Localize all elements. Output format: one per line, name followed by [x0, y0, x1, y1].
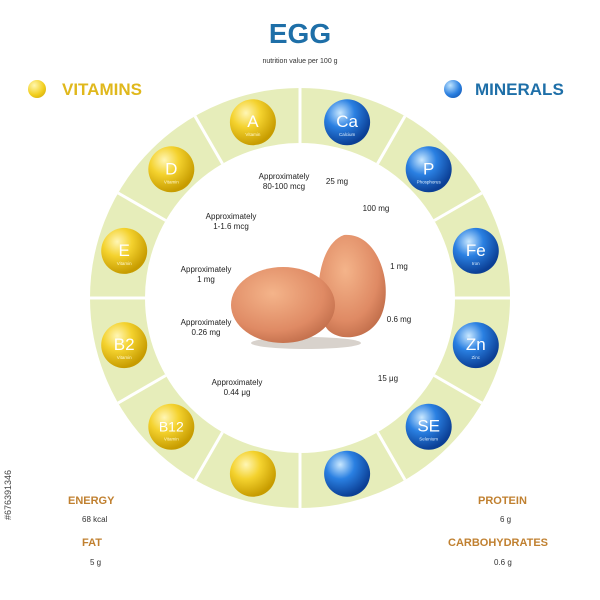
vitamin-ball-icon	[101, 227, 148, 274]
mineral-symbol: Ca	[336, 112, 358, 131]
vitamin-ball-icon	[148, 146, 195, 193]
mineral-ball-icon	[452, 227, 499, 274]
vitamin-ball-icon	[229, 450, 276, 497]
minerals-legend-label: MINERALS	[475, 80, 564, 99]
mineral-value: 15 μg	[377, 374, 399, 383]
protein-label: PROTEIN	[478, 495, 527, 507]
ring-separator	[376, 431, 407, 481]
vitamin-name: Vitamin	[164, 437, 179, 442]
mineral-symbol: SE	[417, 417, 440, 436]
protein-value: 6 g	[500, 515, 512, 524]
page-title: EGG	[268, 18, 332, 49]
mineral-ball-icon	[405, 146, 452, 193]
vitamin-symbol: E	[119, 241, 130, 260]
vitamin-name: Vitamin	[245, 132, 260, 137]
vitamin-symbol: A	[247, 112, 259, 131]
vitamin-ball-blank	[229, 450, 276, 497]
ring-separator	[193, 431, 224, 481]
mineral-symbol: P	[423, 159, 434, 178]
mineral-ball-icon	[452, 322, 499, 369]
mineral-value: 0.6 mg	[386, 315, 412, 324]
vitamins-legend-label: VITAMINS	[62, 80, 142, 99]
mineral-value: 1 mg	[390, 262, 408, 271]
vitamin-name: Vitamin	[117, 355, 132, 360]
vitamin-value: Approximately 80-100 mcg	[258, 172, 310, 191]
energy-value: 68 kcal	[82, 515, 108, 524]
vitamin-value: Approximately 0.44 μg	[211, 378, 263, 397]
egg-illustration-icon	[231, 234, 386, 349]
vitamin-value: Approximately 1-1.6 mcg	[205, 212, 257, 231]
mineral-name: Zinc	[472, 355, 481, 360]
page-subtitle: nutrition value per 100 g	[262, 58, 338, 65]
vitamins-legend-icon	[28, 80, 46, 98]
vitamin-ball-icon	[148, 403, 195, 450]
vitamin-symbol: D	[165, 159, 177, 178]
ring-separator	[117, 374, 167, 405]
mineral-name: Calcium	[339, 132, 356, 137]
minerals-legend-icon	[444, 80, 462, 98]
carbohydrates-label: CARBOHYDRATES	[448, 537, 549, 549]
ring-separator	[433, 374, 483, 405]
vitamin-ball-icon	[229, 99, 276, 146]
carbohydrates-value: 0.6 g	[494, 558, 512, 567]
mineral-symbol: Zn	[466, 335, 486, 354]
vitamin-symbol: B12	[159, 419, 184, 435]
fat-value: 5 g	[90, 558, 102, 567]
ring-separator	[193, 115, 224, 165]
mineral-symbol: Fe	[466, 241, 486, 260]
mineral-name: Phosphorus	[417, 179, 442, 184]
fat-label: FAT	[82, 537, 102, 549]
mineral-ball-icon	[324, 450, 371, 497]
mineral-value: 100 mg	[362, 204, 390, 213]
vitamin-name: Vitamin	[117, 261, 132, 266]
ring-separator	[376, 115, 407, 165]
stock-id: #676391346	[3, 469, 13, 520]
mineral-value: 25 mg	[325, 177, 349, 186]
vitamin-ball-icon	[101, 322, 148, 369]
energy-label: ENERGY	[68, 495, 115, 507]
mineral-ball-icon	[324, 99, 371, 146]
mineral-ball-icon	[405, 403, 452, 450]
vitamin-symbol: B2	[114, 335, 135, 354]
vitamin-value: Approximately 0.26 mg	[180, 318, 232, 337]
mineral-name: Selenium	[419, 437, 438, 442]
ring-separator	[117, 191, 167, 222]
mineral-ball-blank	[324, 450, 371, 497]
vitamin-name: Vitamin	[164, 179, 179, 184]
mineral-name: Iron	[472, 261, 480, 266]
ring-separator	[433, 191, 483, 222]
vitamin-value: Approximately 1 mg	[180, 265, 232, 284]
